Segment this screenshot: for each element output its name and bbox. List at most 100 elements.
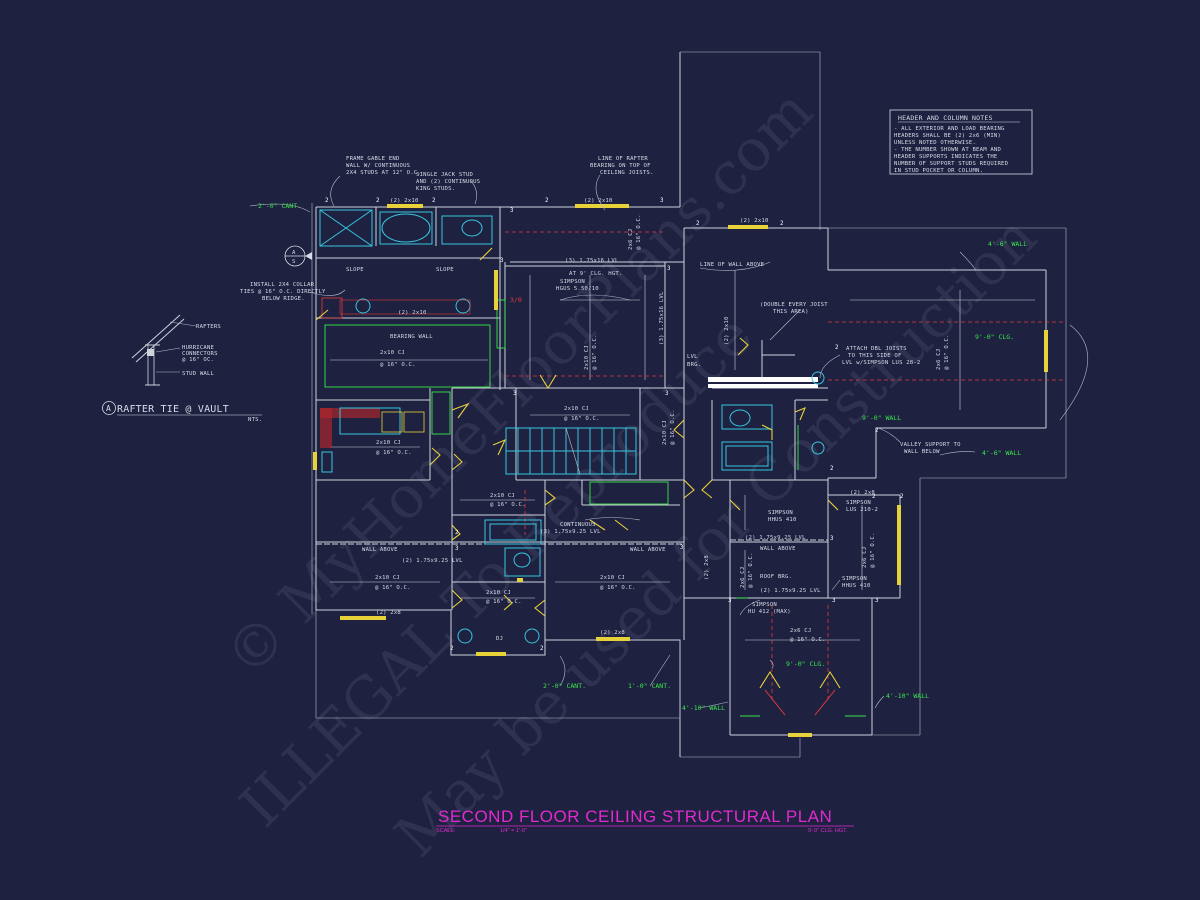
member-oc-d: @ 16" O.C. bbox=[564, 416, 600, 422]
green-labels: 2'-0" CANT. 4'-6" WALL 9'-0" CLG. 9'-0" … bbox=[258, 202, 1027, 712]
notes-line-7: IN STUD POCKET OR COLUMN. bbox=[894, 168, 983, 174]
vmember-2-oc: @ 16" O.C. bbox=[592, 334, 598, 370]
scale-value: 1/4" = 1'-0" bbox=[500, 828, 527, 834]
detail-hurricane: HURRICANE bbox=[182, 345, 215, 351]
callout-wall-above-2: WALL ABOVE bbox=[630, 547, 666, 553]
vmember-7-oc: @ 16" O.C. bbox=[670, 409, 676, 445]
callout-wall-above-1: WALL ABOVE bbox=[362, 547, 398, 553]
callout-lvl-brg-1: LVL bbox=[687, 354, 698, 360]
member-simpson-top-2: HGUS 5.50/10 bbox=[556, 286, 599, 292]
svg-text:2: 2 bbox=[830, 466, 834, 472]
green-elements bbox=[324, 299, 866, 717]
callout-attach-2: TO THIS SIDE OF bbox=[848, 353, 902, 359]
svg-text:3: 3 bbox=[510, 208, 514, 214]
member-cj-g: 2x10 CJ bbox=[486, 590, 511, 596]
rafter-tie-detail: RAFTERS HURRICANE CONNECTORS @ 16" OC. S… bbox=[102, 314, 262, 423]
member-cj-e: 2x10 CJ bbox=[375, 575, 400, 581]
vmember-4-oc: @ 16" O.C. bbox=[944, 334, 950, 370]
svg-text:2: 2 bbox=[835, 345, 839, 351]
callout-collar-1: INSTALL 2X4 COLLAR bbox=[250, 282, 315, 288]
detail-title: RAFTER TIE @ VAULT bbox=[117, 404, 229, 415]
member-lvl-mid2: (3) 1.75x9.25 LVL bbox=[540, 529, 601, 535]
vmember-6-oc: @ 16" O.C. bbox=[870, 532, 876, 568]
notes-line-1: - ALL EXTERIOR AND LOAD BEARING bbox=[894, 126, 1005, 132]
vmember-7: 2x10 CJ bbox=[662, 420, 668, 445]
member-oc-a: @ 16" O.C. bbox=[380, 362, 416, 368]
callout-wall-above-3: WALL ABOVE bbox=[760, 546, 796, 552]
detail-rafters: RAFTERS bbox=[196, 324, 221, 330]
green-wall-top: 4'-6" WALL bbox=[988, 240, 1027, 248]
svg-text:3: 3 bbox=[500, 258, 504, 264]
section-marker: A S bbox=[284, 245, 312, 267]
vmember-4: 2x6 CJ bbox=[936, 349, 942, 370]
member-simpson-h-2: HHUS 410 bbox=[842, 583, 871, 589]
svg-text:2: 2 bbox=[455, 530, 459, 536]
svg-text:2: 2 bbox=[872, 494, 876, 500]
red-mark-label: 3/0 bbox=[510, 296, 522, 304]
stair bbox=[505, 427, 637, 475]
callout-rafter-1: LINE OF RAFTER bbox=[598, 156, 648, 162]
svg-text:3: 3 bbox=[665, 391, 669, 397]
vertical-member-labels: 2x6 CJ @ 16" O.C. 2x10 CJ @ 16" O.C. (2)… bbox=[584, 214, 950, 588]
callout-rafter-2: BEARING ON TOP OF bbox=[590, 163, 651, 169]
member-h3: (2) 2x10 bbox=[584, 198, 613, 204]
notes-line-6: NUMBER OF SUPPORT STUDS REQUIRED bbox=[894, 161, 1009, 167]
member-h2: (2) 2x10 bbox=[390, 198, 419, 204]
green-cant-bottom: 2'-0" CANT. bbox=[543, 682, 586, 690]
member-simpson-hhus-1: SIMPSON bbox=[768, 510, 793, 516]
detail-studwall: STUD WALL bbox=[182, 371, 215, 377]
interior-walls bbox=[316, 207, 872, 640]
svg-text:3: 3 bbox=[455, 546, 459, 552]
callout-valley-2: WALL BELOW bbox=[904, 449, 940, 455]
member-cj-h: 2x6 CJ bbox=[790, 628, 811, 634]
svg-text:3: 3 bbox=[680, 545, 684, 551]
member-oc-g: @ 16" O.C. bbox=[486, 599, 522, 605]
green-clg-bottom: 9'-0" CLG. bbox=[786, 660, 825, 668]
member-simpson-lus-2: LUS 210-2 bbox=[846, 507, 878, 513]
vmember-1: 2x6 CJ bbox=[628, 229, 634, 250]
svg-text:2: 2 bbox=[875, 428, 879, 434]
detail-oc: @ 16" OC. bbox=[182, 357, 214, 363]
title-block: SECOND FLOOR CEILING STRUCTURAL PLAN SCA… bbox=[436, 807, 854, 834]
green-wall-9: 9'-0" WALL bbox=[862, 414, 901, 422]
joist-arrows bbox=[330, 270, 1035, 641]
fixtures bbox=[319, 209, 825, 644]
svg-text:3: 3 bbox=[667, 266, 671, 272]
callout-slope-2: SLOPE bbox=[436, 267, 454, 273]
callout-rafter-3: CEILING JOISTS. bbox=[600, 170, 654, 176]
notes-line-5: HEADER SUPPORTS INDICATES THE bbox=[894, 154, 998, 160]
svg-text:2: 2 bbox=[900, 494, 904, 500]
callout-lvl-brg-2: BRG. bbox=[687, 362, 701, 368]
member-cj-f: 2x10 CJ bbox=[600, 575, 625, 581]
callout-attach-1: ATTACH DBL JOISTS bbox=[846, 346, 907, 352]
member-oc-b: @ 16" O.C. bbox=[376, 450, 412, 456]
member-lvl-top-sub: AT 9' CLG. HGT. bbox=[569, 271, 623, 277]
notes-line-3: UNLESS NOTED OTHERWISE. bbox=[894, 140, 976, 146]
scale-ceiling: 9'-0" CLG. HGT. bbox=[808, 828, 848, 834]
notes-heading: HEADER AND COLUMN NOTES bbox=[898, 114, 993, 122]
member-h1: (2) 2x10 bbox=[398, 310, 427, 316]
member-simpson-hu-1: SIMPSON bbox=[752, 602, 777, 608]
member-lvl-right2: (2) 1.75x9.25 LVL bbox=[760, 588, 821, 594]
svg-text:2: 2 bbox=[780, 221, 784, 227]
svg-text:2: 2 bbox=[540, 646, 544, 652]
svg-text:3: 3 bbox=[728, 598, 732, 604]
svg-text:2: 2 bbox=[376, 198, 380, 204]
callout-attach-3: LVL w/SIMPSON LUS 28-2 bbox=[842, 360, 921, 366]
callout-continuous: CONTINUOUS bbox=[560, 522, 596, 528]
svg-text:3: 3 bbox=[660, 198, 664, 204]
svg-text:2: 2 bbox=[325, 198, 329, 204]
green-wall-mid: 4'-6" WALL bbox=[982, 449, 1021, 457]
detail-connectors: CONNECTORS bbox=[182, 351, 218, 357]
callout-double-2: THIS AREA) bbox=[773, 309, 809, 315]
vmember-1-oc: @ 16" O.C. bbox=[636, 214, 642, 250]
svg-text:3: 3 bbox=[513, 391, 517, 397]
member-oc-e: @ 16" O.C. bbox=[375, 585, 411, 591]
svg-text:3: 3 bbox=[830, 536, 834, 542]
callout-roof-brg: ROOF BRG. bbox=[760, 574, 792, 580]
vmember-3: (2) 2x10 bbox=[724, 316, 730, 345]
member-oc-c: @ 16" O.C. bbox=[490, 502, 526, 508]
member-h5: (2) 2x8 bbox=[376, 610, 401, 616]
callout-slope-1: SLOPE bbox=[346, 267, 364, 273]
